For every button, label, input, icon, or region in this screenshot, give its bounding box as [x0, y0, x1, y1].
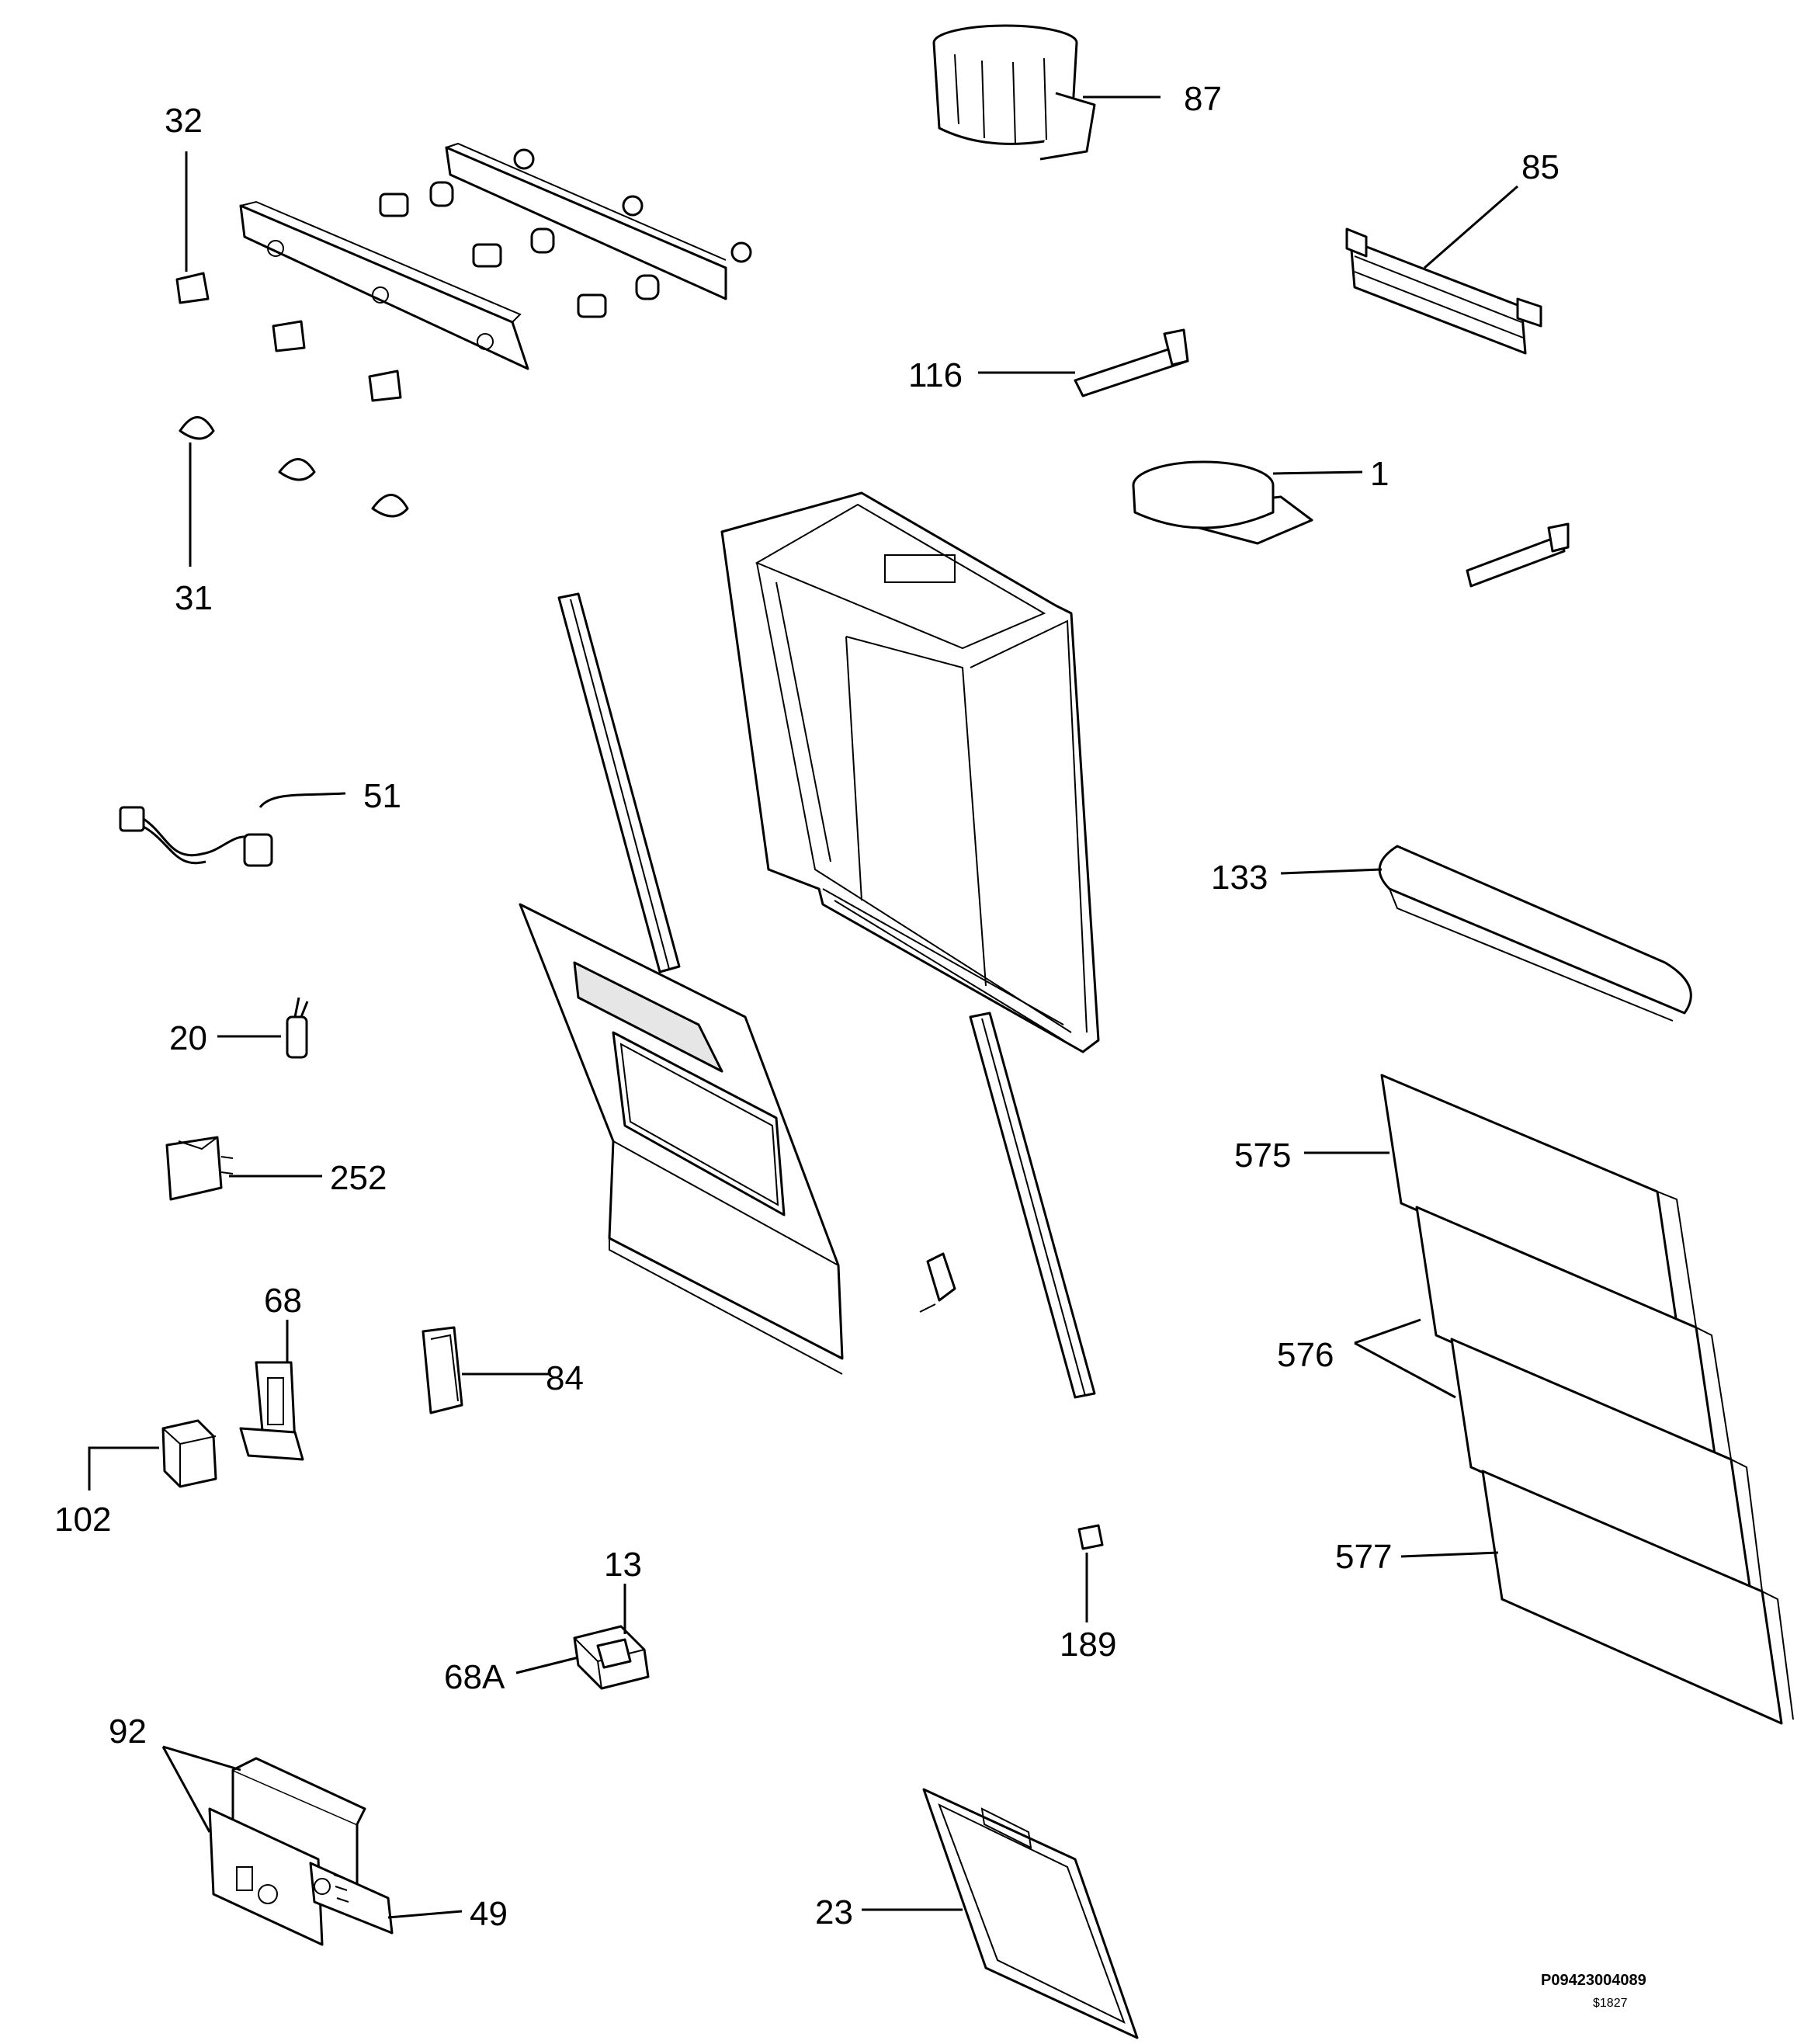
callout-87: 87 [1184, 80, 1222, 118]
callout-23: 23 [815, 1893, 853, 1931]
callout-189: 189 [1060, 1626, 1116, 1664]
callout-68: 68 [264, 1282, 302, 1320]
part-right-side-strip [969, 1012, 1096, 1399]
callout-252: 252 [330, 1159, 387, 1197]
callout-576: 576 [1277, 1336, 1334, 1374]
callout-49: 49 [470, 1895, 508, 1933]
callout-68A: 68A [444, 1658, 505, 1696]
part-51-wiring-harness [119, 806, 273, 867]
part-116-small-bracket [1074, 328, 1189, 397]
part-68-board-holder [239, 1361, 304, 1461]
part-20-capacitor [286, 997, 309, 1059]
callout-85: 85 [1521, 148, 1560, 186]
callout-92: 92 [109, 1713, 147, 1751]
part-side-bracket [1466, 522, 1570, 588]
part-87-duct-adaptor [932, 24, 1096, 161]
part-front-panel [519, 903, 844, 1375]
part-left-side-strip [557, 592, 681, 973]
callout-133: 133 [1211, 859, 1268, 897]
part-252-switch [165, 1136, 234, 1201]
part-102-relay [161, 1419, 217, 1488]
part-31-lamp-bulbs [179, 416, 409, 518]
callout-32: 32 [165, 102, 203, 140]
part-23-filter-frame [922, 1788, 1139, 2039]
callout-13: 13 [604, 1546, 642, 1584]
callout-51: 51 [363, 777, 401, 815]
callout-575: 575 [1234, 1137, 1291, 1175]
part-hood-body [720, 491, 1100, 1053]
part-92-control-box [208, 1757, 366, 1946]
leader-lines [88, 95, 1518, 1919]
part-49-circuit-board [309, 1862, 394, 1935]
part-32-lamp-holders [175, 272, 402, 402]
callout-116: 116 [908, 356, 963, 394]
drawing-code: P09423004089 [1541, 1972, 1646, 1989]
part-13-transformer [573, 1625, 650, 1690]
part-84-terminal-block [422, 1326, 463, 1414]
callout-20: 20 [169, 1019, 207, 1057]
part-small-clip [919, 1252, 956, 1313]
part-control-panel-bars [239, 142, 752, 370]
part-85-bracket [1345, 227, 1542, 355]
part-189-connector [1077, 1524, 1104, 1550]
drawing-sub-code: $1827 [1593, 1997, 1628, 2010]
callout-31: 31 [175, 579, 213, 617]
part-1-flange-ring [1132, 460, 1313, 545]
callout-1: 1 [1370, 455, 1389, 493]
callout-84: 84 [546, 1359, 584, 1397]
part-575-577-glass-panels [1380, 1074, 1794, 1725]
callout-102: 102 [54, 1501, 111, 1539]
part-133-tube [1378, 845, 1692, 1022]
callout-577: 577 [1335, 1538, 1392, 1576]
